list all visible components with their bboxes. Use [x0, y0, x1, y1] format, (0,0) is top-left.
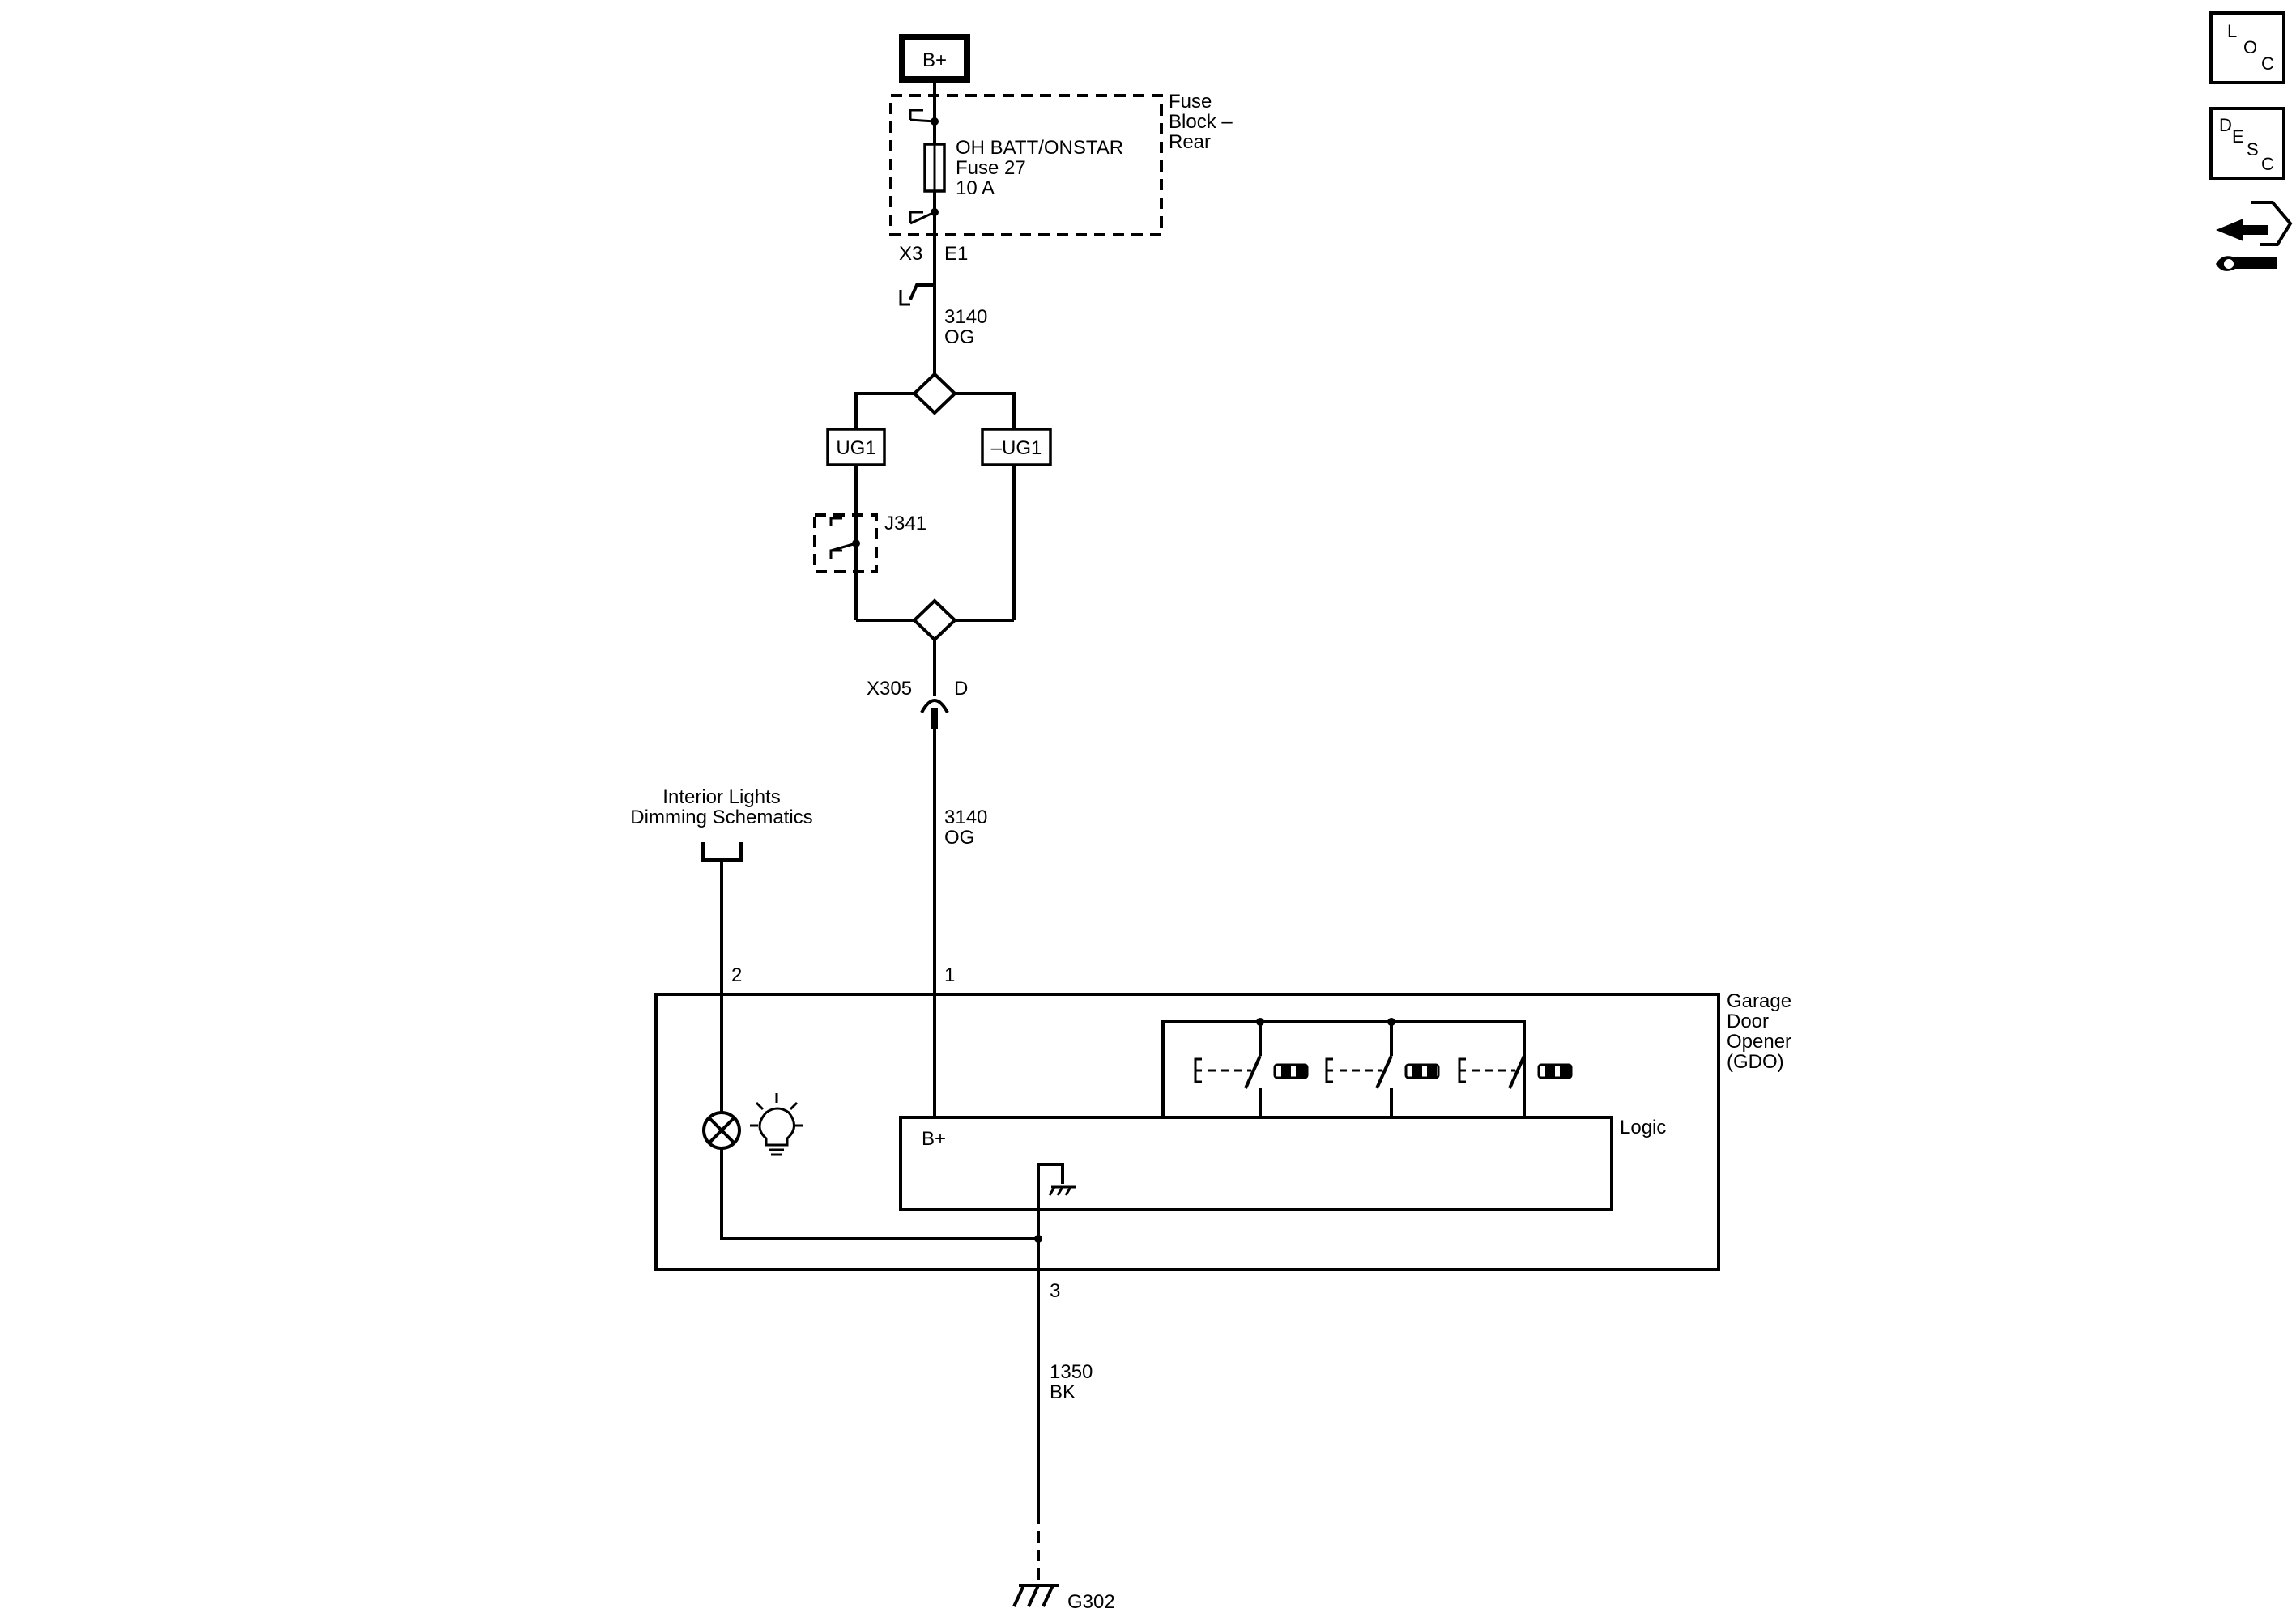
- reference-line-2: Dimming Schematics: [630, 806, 812, 828]
- gdo-lamp: [702, 1111, 741, 1150]
- jumper-j341: J341: [813, 513, 926, 573]
- option-not-ug1: –UG1: [981, 428, 1052, 466]
- battery-positive-source: B+: [899, 34, 970, 83]
- reference-interior-lights-dimming: Interior Lights Dimming Schematics: [630, 786, 813, 862]
- power-source-label: B+: [922, 49, 947, 71]
- description-button[interactable]: D E S C: [2209, 107, 2285, 180]
- light-bulb-icon: [750, 1093, 803, 1156]
- description-letter-c: C: [2261, 154, 2274, 174]
- fuse-rating: 10 A: [956, 177, 995, 199]
- gdo-name-3: Opener: [1727, 1031, 1791, 1053]
- logic-label: Logic: [1620, 1117, 1666, 1138]
- gdo-name-1: Garage: [1727, 990, 1791, 1012]
- fuse-block-name-2: Block –: [1169, 111, 1233, 133]
- wire-ground-circuit: 1350: [1050, 1361, 1093, 1383]
- location-letter-c: C: [2261, 53, 2274, 74]
- location-letter-l: L: [2227, 21, 2237, 41]
- description-letter-e: E: [2232, 126, 2244, 147]
- gdo-name-2: Door: [1727, 1011, 1769, 1032]
- wire-mid-circuit: 3140: [944, 806, 987, 828]
- connector-x305-pin: D: [954, 678, 968, 700]
- wire-3140-lower: 3140 OG: [944, 806, 987, 849]
- connector-x3-name: X3: [899, 243, 922, 265]
- option-splice-upper: [912, 372, 957, 415]
- connector-x3-pin: E1: [944, 243, 968, 265]
- option-ug1: UG1: [826, 428, 886, 466]
- fuse-27: OH BATT/ONSTAR Fuse 27 10 A: [923, 137, 1123, 199]
- connector-wrench-icon[interactable]: [2216, 201, 2293, 271]
- garage-door-opener-module: Garage Door Opener (GDO) 2 1 3: [654, 964, 1791, 1302]
- reference-line-1: Interior Lights: [662, 786, 780, 808]
- wire-top-color: OG: [944, 326, 974, 348]
- ground-name: G302: [1067, 1591, 1115, 1613]
- gdo-logic-box: Logic B+: [899, 1116, 1666, 1211]
- fuse-block-name-3: Rear: [1169, 131, 1211, 153]
- wire-mid-color: OG: [944, 827, 974, 849]
- description-letter-s: S: [2247, 139, 2259, 160]
- wire-ground-color: BK: [1050, 1381, 1076, 1403]
- option-not-ug1-label: –UG1: [991, 437, 1042, 459]
- connector-x3: X3 E1: [899, 240, 968, 306]
- option-splice-lower: [912, 598, 957, 642]
- option-ug1-label: UG1: [836, 437, 875, 459]
- gdo-pin-2: 2: [731, 964, 742, 986]
- wire-3140-top: 3140 OG: [944, 306, 987, 348]
- ground-g302: G302: [1012, 1584, 1115, 1613]
- gdo-button-switches: [1161, 1018, 1573, 1117]
- gdo-pin-3: 3: [1050, 1280, 1060, 1302]
- wire-top-circuit: 3140: [944, 306, 987, 328]
- gdo-pin-1: 1: [944, 964, 955, 986]
- location-letter-o: O: [2243, 37, 2257, 57]
- fuse-block-rear: Fuse Block – Rear: [889, 91, 1233, 236]
- location-button[interactable]: L O C: [2209, 11, 2285, 84]
- fuse-block-name-1: Fuse: [1169, 91, 1212, 113]
- wire-1350: 1350 BK: [1050, 1361, 1093, 1403]
- logic-power-label: B+: [922, 1128, 946, 1150]
- fuse-name: OH BATT/ONSTAR: [956, 137, 1123, 159]
- logic-internal-ground: [1037, 1163, 1076, 1239]
- connector-x305: X305 D: [867, 678, 968, 729]
- connector-x305-name: X305: [867, 678, 912, 700]
- jumper-j341-name: J341: [884, 513, 926, 534]
- description-letter-d: D: [2219, 115, 2232, 135]
- fuse-number: Fuse 27: [956, 157, 1026, 179]
- gdo-name-4: (GDO): [1727, 1051, 1784, 1073]
